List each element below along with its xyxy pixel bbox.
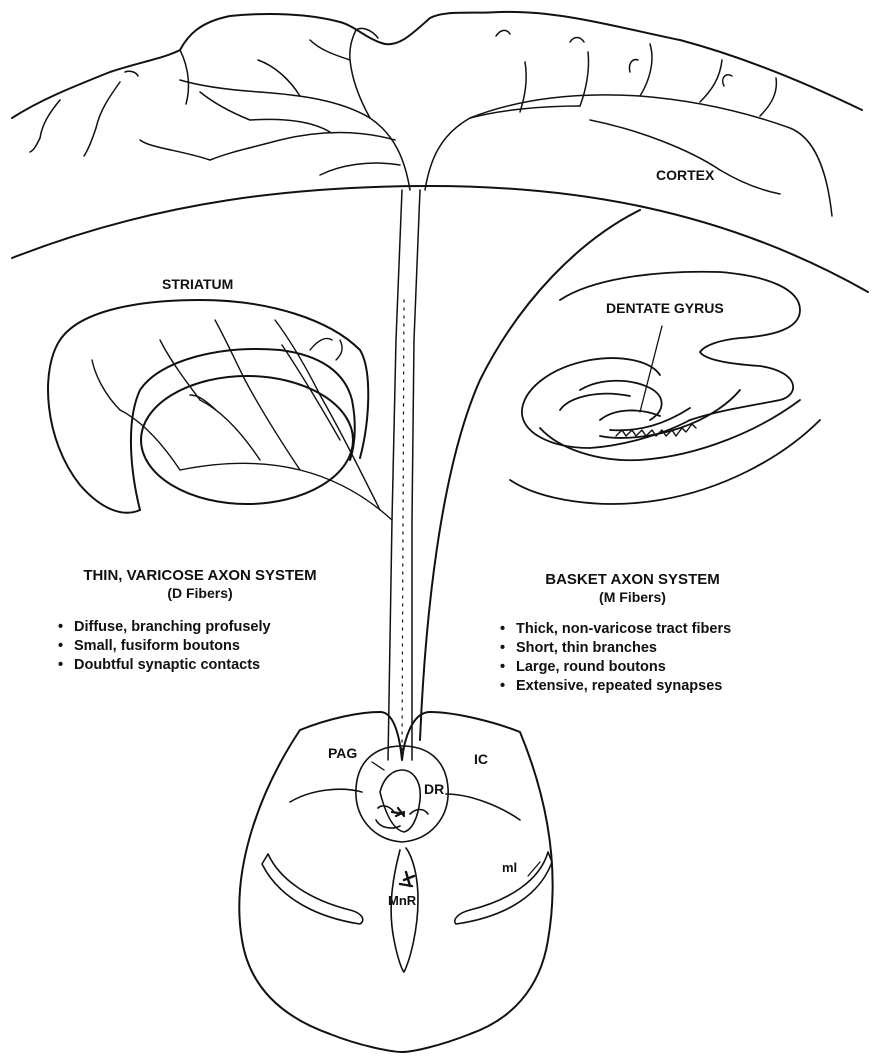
ml-label: ml — [502, 861, 517, 874]
bullet-mark: • — [500, 659, 516, 675]
ic-label: IC — [474, 752, 488, 766]
medial-lemniscus-left — [262, 854, 363, 924]
d-bullet-text: Small, fusiform boutons — [74, 638, 240, 654]
m-bullet: •Short, thin branches — [500, 640, 731, 659]
bullet-mark: • — [58, 657, 74, 673]
bullet-mark: • — [500, 621, 516, 637]
m-system-bullets: •Thick, non-varicose tract fibers •Short… — [500, 621, 731, 697]
m-bullet: •Large, round boutons — [500, 659, 731, 678]
mnr-label: MnR — [388, 894, 416, 907]
m-bullet-text: Extensive, repeated synapses — [516, 678, 722, 694]
mnr-column — [391, 848, 418, 972]
right-lateral-curve — [446, 794, 520, 820]
pag-label: PAG — [328, 746, 357, 760]
bullet-mark: • — [500, 678, 516, 694]
d-bullet: •Diffuse, branching profusely — [58, 619, 271, 638]
left-lateral-curve — [290, 789, 362, 802]
m-system-title: BASKET AXON SYSTEM — [505, 572, 760, 587]
striatum-label: STRIATUM — [162, 277, 233, 291]
dr-label: DR — [424, 782, 444, 796]
dentate-gyrus-label: DENTATE GYRUS — [606, 301, 724, 315]
d-system-title: THIN, VARICOSE AXON SYSTEM — [35, 568, 365, 583]
cortex-surface — [12, 12, 862, 118]
dr-marker — [392, 808, 404, 816]
m-bullet-text: Short, thin branches — [516, 640, 657, 656]
cortex-fibers-left — [30, 28, 410, 190]
bullet-mark: • — [500, 640, 516, 656]
m-bullet-text: Thick, non-varicose tract fibers — [516, 621, 731, 637]
m-bullet: •Extensive, repeated synapses — [500, 678, 731, 697]
ascending-tract — [388, 190, 420, 760]
ml-pointer — [528, 862, 540, 876]
d-bullet-text: Diffuse, branching profusely — [74, 619, 271, 635]
d-system-bullets: •Diffuse, branching profusely •Small, fu… — [58, 619, 271, 676]
cortex-label: CORTEX — [656, 168, 714, 182]
m-system-subtitle: (M Fibers) — [505, 590, 760, 604]
m-bullet: •Thick, non-varicose tract fibers — [500, 621, 731, 640]
bullet-mark: • — [58, 638, 74, 654]
d-system-subtitle: (D Fibers) — [35, 586, 365, 600]
d-bullet: •Small, fusiform boutons — [58, 638, 271, 657]
dentate-pointer — [640, 326, 662, 412]
m-bullet-text: Large, round boutons — [516, 659, 666, 675]
bullet-mark: • — [58, 619, 74, 635]
mnr-marker — [400, 872, 414, 886]
ascending-tract-dotted — [402, 300, 404, 750]
pag-pointer — [372, 762, 384, 770]
brainstem-outline — [239, 712, 552, 1052]
d-bullet-text: Doubtful synaptic contacts — [74, 657, 260, 673]
cortex-boundary-arc — [12, 186, 868, 292]
d-bullet: •Doubtful synaptic contacts — [58, 657, 271, 676]
